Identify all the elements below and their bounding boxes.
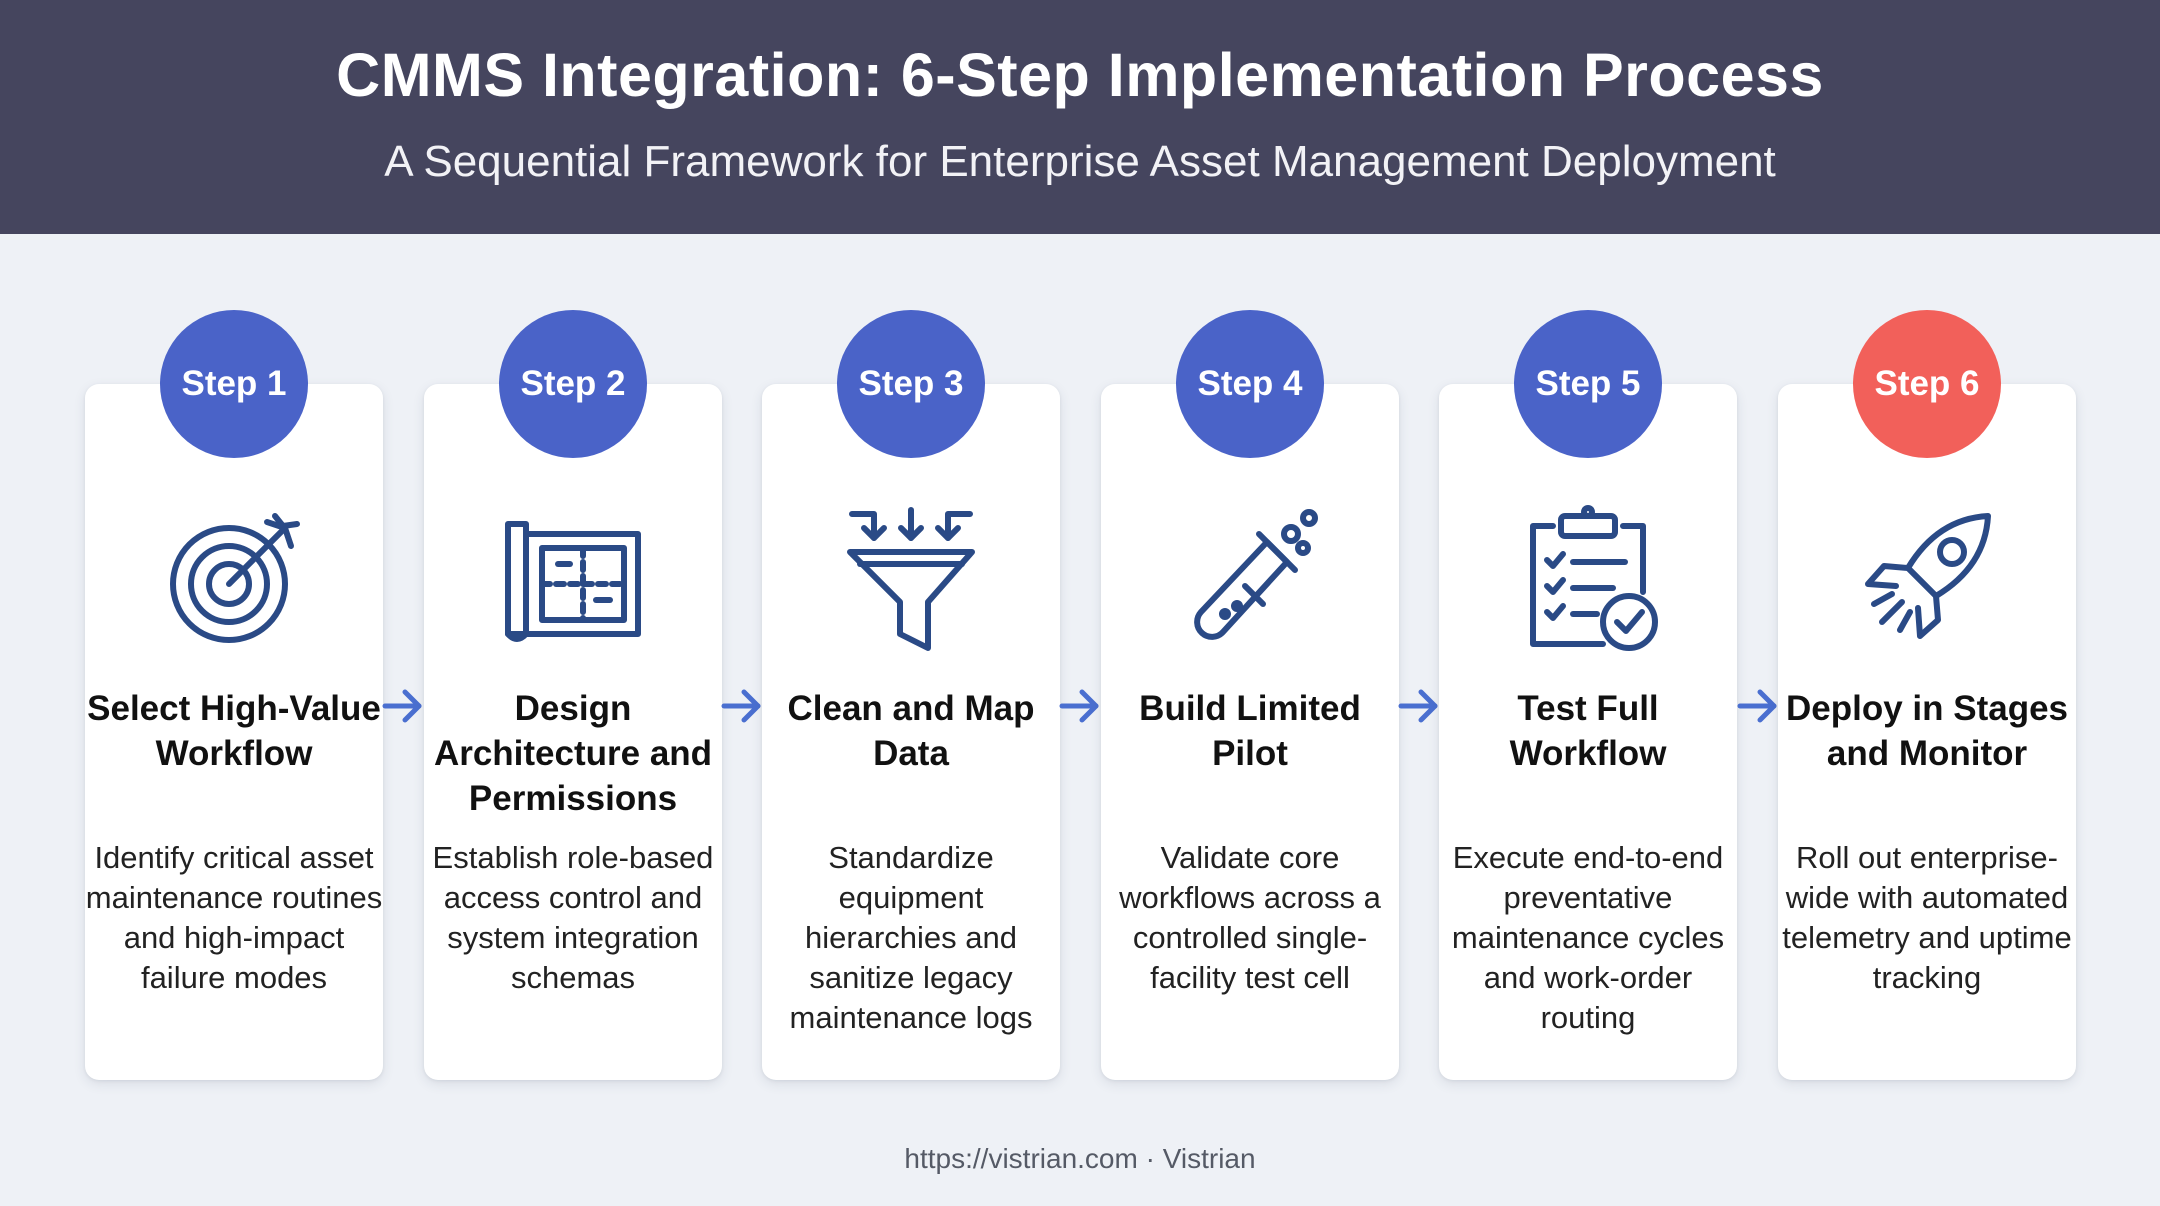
footer-source: https://vistrian.com · Vistrian xyxy=(904,1143,1256,1174)
step-title-5: Test Full Workflow xyxy=(1509,689,1667,773)
step-badge-5: Step 5 xyxy=(1514,310,1662,458)
step-card-2 xyxy=(424,384,722,1080)
step-title-3: Clean and Map Data xyxy=(787,689,1035,773)
checklist-icon xyxy=(1513,504,1663,654)
step-card-6 xyxy=(1778,384,2076,1080)
step-badge-1: Step 1 xyxy=(160,310,308,458)
arrow-right-icon xyxy=(1736,686,1780,731)
step-description-6: Roll out enterprise-wide with automated … xyxy=(1782,840,2072,995)
page-title: CMMS Integration: 6-Step Implementation … xyxy=(336,41,1824,109)
step-badge-3: Step 3 xyxy=(837,310,985,458)
step-badge-4: Step 4 xyxy=(1176,310,1324,458)
step-description-4: Validate core workflows across a control… xyxy=(1119,840,1381,995)
step-title-2: Design Architecture and Permissions xyxy=(433,689,713,818)
arrow-right-icon xyxy=(1397,686,1441,731)
funnel-icon xyxy=(836,504,986,654)
step-description-3: Standardize equipment hierarchies and sa… xyxy=(789,840,1033,1035)
header-banner: CMMS Integration: 6-Step Implementation … xyxy=(0,0,2160,234)
target-icon xyxy=(159,504,309,654)
arrow-right-icon xyxy=(1058,686,1102,731)
step-title-6: Deploy in Stages and Monitor xyxy=(1785,689,2069,773)
step-title-1: Select High-Value Workflow xyxy=(87,689,381,773)
blueprint-icon xyxy=(498,504,648,654)
step-card-4 xyxy=(1101,384,1399,1080)
step-badge-6: Step 6 xyxy=(1853,310,2001,458)
step-badge-2: Step 2 xyxy=(499,310,647,458)
test-tube-icon xyxy=(1175,504,1325,654)
step-description-2: Establish role-based access control and … xyxy=(432,840,714,995)
step-title-4: Build Limited Pilot xyxy=(1139,689,1361,773)
arrow-right-icon xyxy=(720,686,764,731)
step-card-5 xyxy=(1439,384,1737,1080)
step-description-1: Identify critical asset maintenance rout… xyxy=(85,840,383,995)
arrow-right-icon xyxy=(381,686,425,731)
step-card-3 xyxy=(762,384,1060,1080)
rocket-icon xyxy=(1852,504,2002,654)
step-card-1 xyxy=(85,384,383,1080)
step-description-5: Execute end-to-end preventative maintena… xyxy=(1451,840,1725,1035)
page-subtitle: A Sequential Framework for Enterprise As… xyxy=(384,137,1776,186)
